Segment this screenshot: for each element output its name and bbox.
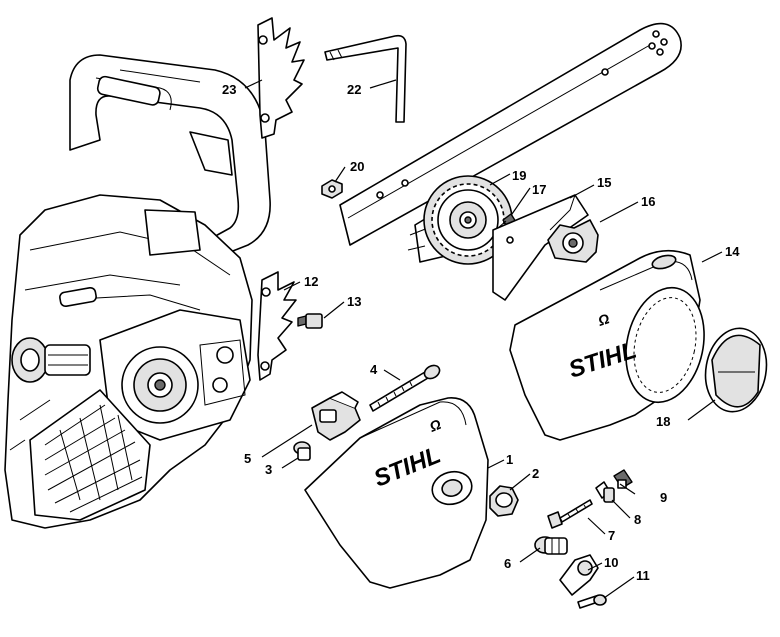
cap-part-18	[704, 327, 768, 413]
label-part-5: 5	[244, 451, 251, 466]
label-part-14: 14	[725, 244, 740, 259]
bumper-spike-part-23	[257, 17, 305, 139]
screw-part-13	[297, 313, 323, 329]
nut-part-2	[489, 485, 519, 517]
label-part-16: 16	[641, 194, 655, 209]
guide-bar	[339, 22, 682, 246]
screw-part-11	[577, 594, 607, 609]
svg-text:Ω: Ω	[595, 310, 611, 329]
label-part-20: 20	[350, 159, 364, 174]
part-8	[595, 481, 615, 503]
sprocket-cover-part-14: STIHL Ω	[509, 249, 705, 441]
clamp-part-10	[559, 554, 599, 596]
leader-lines	[244, 79, 723, 599]
label-part-12: 12	[304, 274, 318, 289]
label-part-18: 18	[656, 414, 670, 429]
label-part-13: 13	[347, 294, 361, 309]
knob-nut-part-16	[547, 219, 599, 263]
label-part-3: 3	[265, 462, 272, 477]
chainsaw-body	[4, 54, 271, 529]
label-part-6: 6	[504, 556, 511, 571]
label-part-19: 19	[512, 168, 526, 183]
sprocket-cover-part-1: STIHL Ω	[304, 397, 489, 589]
tensioner-part-5	[311, 391, 361, 441]
sprocket-part-19	[407, 175, 513, 265]
label-part-9: 9	[660, 490, 667, 505]
label-part-23: 23	[222, 82, 236, 97]
bolt-part-4	[369, 364, 441, 412]
label-part-8: 8	[634, 512, 641, 527]
label-part-17: 17	[532, 182, 546, 197]
label-part-7: 7	[608, 528, 615, 543]
label-part-4: 4	[370, 362, 378, 377]
label-part-11: 11	[636, 568, 650, 583]
label-part-2: 2	[532, 466, 539, 481]
label-part-10: 10	[604, 555, 618, 570]
nut-part-20	[321, 179, 343, 199]
hex-wrench-part-22	[324, 34, 407, 123]
label-part-22: 22	[347, 82, 361, 97]
screw-part-7	[547, 499, 593, 529]
part-labels: 23 22 20 19 17 15 16 14 12 13 4 5 3 1 2 …	[222, 82, 740, 583]
knob-part-6	[534, 536, 568, 555]
plug-part-3	[293, 441, 311, 461]
part-9	[613, 469, 633, 489]
label-part-1: 1	[506, 452, 513, 467]
bumper-spike-part-12	[257, 271, 297, 381]
label-part-15: 15	[597, 175, 611, 190]
svg-text:Ω: Ω	[426, 416, 443, 435]
